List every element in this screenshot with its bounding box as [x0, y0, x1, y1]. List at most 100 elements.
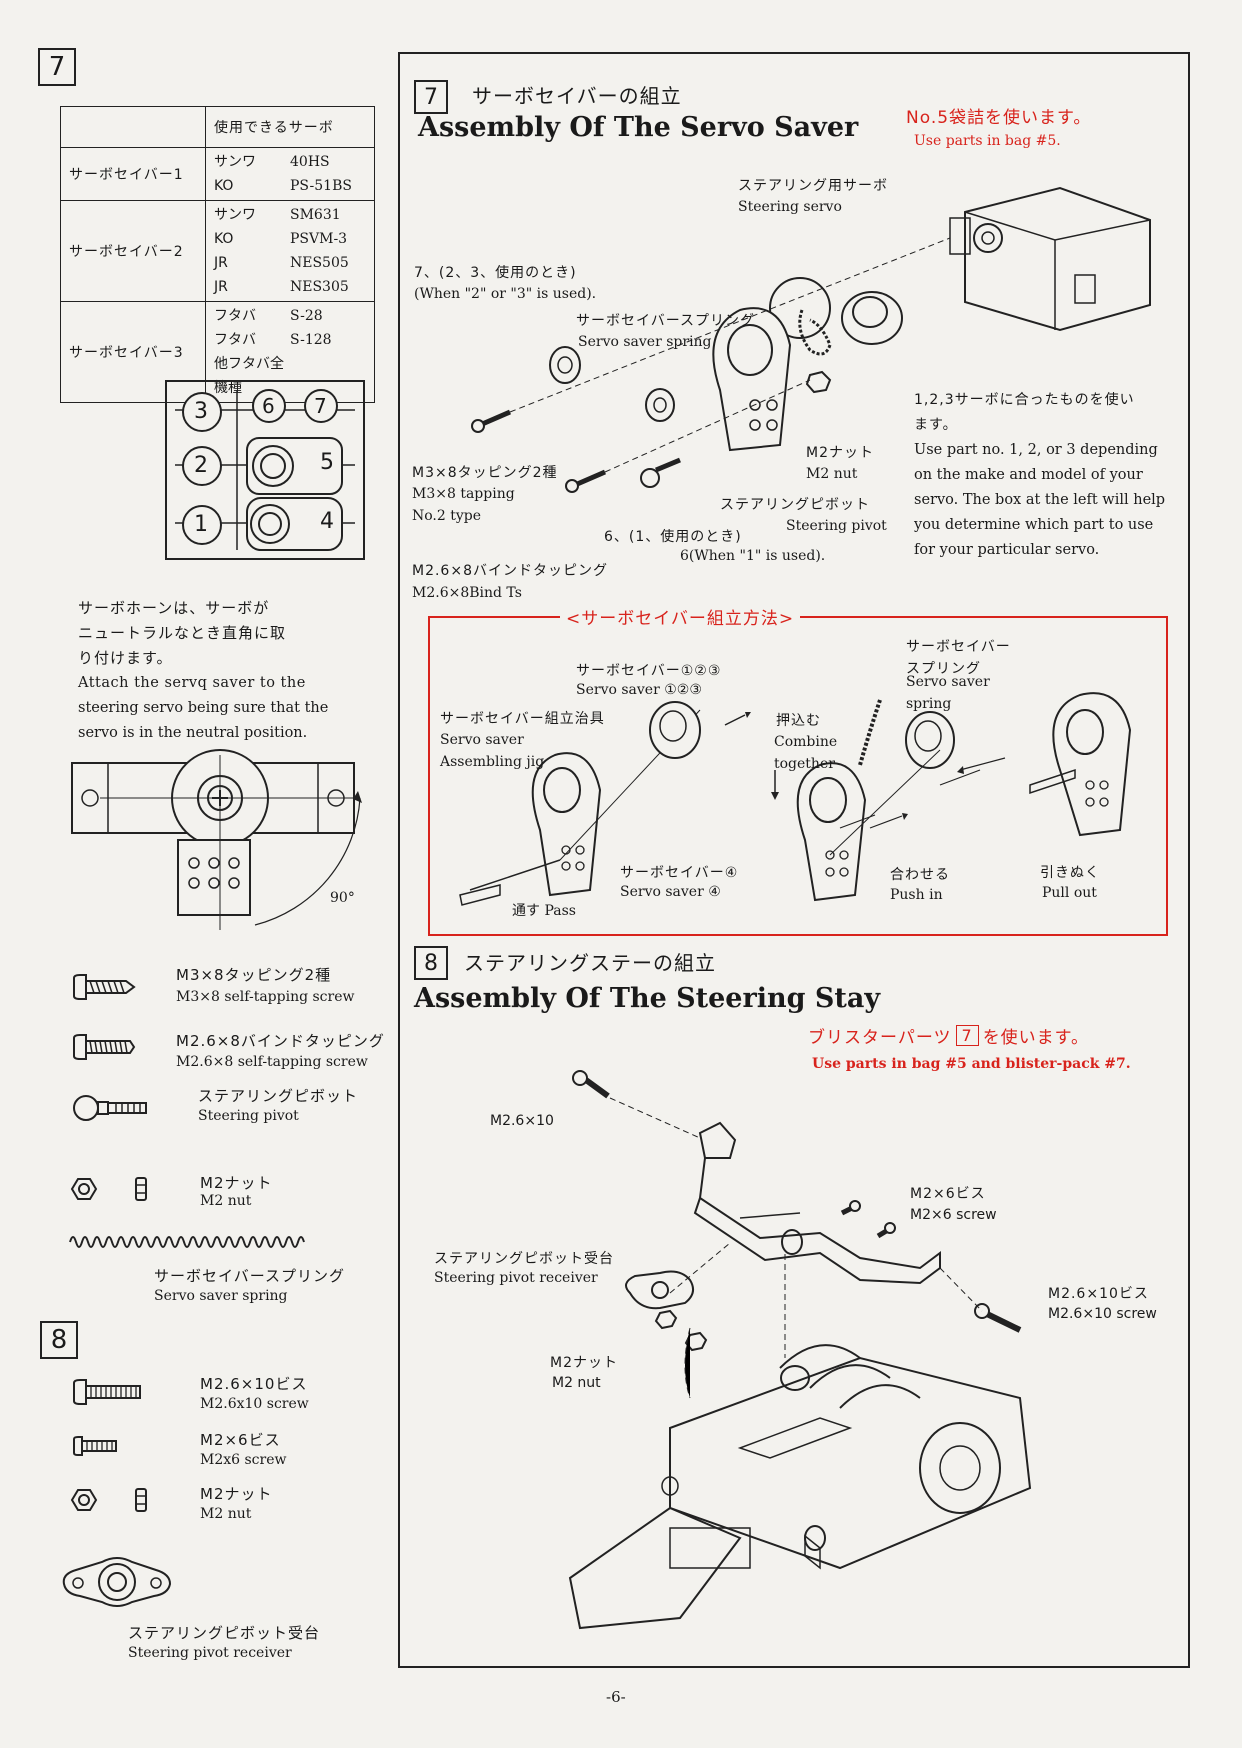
push-label-en: Push in — [890, 887, 943, 903]
part-pivot-en: Steering pivot — [198, 1108, 299, 1124]
m3x8-screw-icon — [73, 974, 136, 1000]
servo-horn-note: サーボホーンは、サーボが ニュートラルなとき直角に取 り付けます。 Attach… — [78, 599, 329, 741]
jig-label-en1: Servo saver — [440, 732, 524, 748]
part8-m26x10-en: M2.6x10 screw — [200, 1396, 309, 1412]
step8-bag-en: Use parts in bag #5 and blister-pack #7. — [812, 1056, 1131, 1072]
page-number: -6- — [606, 1688, 626, 1706]
m26x10-screw-icon — [73, 1379, 141, 1405]
jig-label-jp: サーボセイバー組立治具 — [440, 711, 605, 727]
receiver-label-en: Steering pivot receiver — [434, 1270, 598, 1286]
assembly-method-title: <サーボセイバー組立方法> — [560, 604, 801, 629]
m3-tapping-label-en: M3×8 tapping — [412, 486, 515, 502]
step7-number-box: 7 — [414, 80, 448, 114]
spring-label-jp: サーボセイバースプリング — [576, 313, 756, 329]
use6-label-en: 6(When "1" is used). — [680, 548, 826, 564]
part-m3x8-en: M3×8 self-tapping screw — [176, 989, 355, 1005]
parts-number-5: 5 — [320, 450, 335, 475]
jig-label-en2: Assembling jig — [440, 754, 545, 770]
part-nut-jp: M2ナット — [200, 1174, 273, 1192]
steering-servo-label-en: Steering servo — [738, 199, 842, 215]
parts-number-4: 4 — [320, 509, 335, 534]
steering-pivot-icon — [73, 1095, 147, 1121]
pass-label: 通す Pass — [512, 903, 576, 919]
part8-m2x6-jp: M2×6ビス — [200, 1431, 281, 1449]
parts-tree-diagram — [165, 380, 365, 560]
servo-horn-diagram — [71, 749, 362, 930]
method-spring-label-en2: spring — [906, 696, 952, 712]
m2-nut-label-en: M2 nut — [806, 466, 858, 482]
saver4-label-en: Servo saver ④ — [620, 884, 721, 900]
part8-receiver-en: Steering pivot receiver — [128, 1645, 292, 1661]
spring-label-en: Servo saver spring — [578, 334, 712, 350]
step7-bag-en: Use parts in bag #5. — [914, 133, 1061, 149]
m2610-right-label-en: M2.6×10 screw — [1048, 1306, 1157, 1322]
step8-nut-label-en: M2 nut — [552, 1375, 601, 1391]
step8-bag-jp: ブリスターパーツ 7 を使います。 — [808, 1025, 1089, 1048]
step8-title-en: Assembly Of The Steering Stay — [414, 983, 881, 1014]
saver123-label-en: Servo saver ①②③ — [576, 682, 702, 698]
steering-servo-label-jp: ステアリング用サーボ — [738, 178, 888, 194]
main-frame — [398, 52, 1190, 1668]
m2x6-label-en: M2×6 screw — [910, 1207, 997, 1223]
push-label-jp: 合わせる — [890, 867, 950, 883]
step7-parts-number-box: 7 — [38, 48, 76, 86]
combine-label-en2: together — [774, 756, 835, 772]
method-spring-label-jp1: サーボセイバー — [906, 639, 1011, 655]
m3-tapping-label-jp: M3×8タッピング2種 — [412, 465, 558, 481]
m2-nut-icon-step8 — [70, 1488, 147, 1512]
method-spring-label-en1: Servo saver — [906, 674, 990, 690]
part-spring-en: Servo saver spring — [154, 1288, 288, 1304]
table-row-label: サーボセイバー2 — [60, 200, 206, 302]
pull-label-en: Pull out — [1042, 885, 1097, 901]
part8-nut-jp: M2ナット — [200, 1485, 273, 1503]
m26-bind-label-jp: M2.6×8バインドタッピング — [412, 563, 608, 579]
parts-number-2: 2 — [194, 453, 209, 478]
part8-receiver-jp: ステアリングピボット受台 — [128, 1624, 321, 1642]
m2610-top-label: M2.6×10 — [490, 1113, 554, 1129]
step8-parts-number-box: 8 — [40, 1321, 78, 1359]
part-pivot-jp: ステアリングピボット — [198, 1087, 359, 1105]
table-row-label: サーボセイバー1 — [60, 147, 206, 201]
part-m3x8-jp: M3×8タッピング2種 — [176, 966, 332, 984]
steering-stay-exploded-diagram — [568, 1070, 1032, 1630]
part8-m26x10-jp: M2.6×10ビス — [200, 1375, 308, 1393]
servo-saver-spring-icon — [69, 1236, 305, 1248]
m3-tapping-type-label: No.2 type — [412, 508, 482, 524]
part-m26x8-en: M2.6×8 self-tapping screw — [176, 1054, 368, 1070]
servo-choice-note: 1,2,3サーボに合ったものを使い ます。 Use part no. 1, 2,… — [914, 392, 1166, 558]
m26x8-screw-icon — [73, 1034, 136, 1060]
use6-label-jp: 6、(1、使用のとき) — [604, 529, 742, 545]
step7-title-jp: サーボセイバーの組立 — [472, 84, 682, 108]
combine-label-en1: Combine — [774, 734, 838, 750]
m26-bind-label-en: M2.6×8Bind Ts — [412, 585, 522, 601]
steering-pivot-receiver-icon — [62, 1557, 172, 1607]
m2-nut-label-jp: M2ナット — [806, 445, 874, 461]
part-spring-jp: サーボセイバースプリング — [154, 1267, 345, 1285]
pivot-label-en: Steering pivot — [786, 518, 887, 534]
part8-m2x6-en: M2x6 screw — [200, 1452, 287, 1468]
assembly-method-diagram — [459, 692, 1132, 906]
m2610-right-label-jp: M2.6×10ビス — [1048, 1286, 1149, 1302]
pull-label-jp: 引きぬく — [1040, 865, 1100, 881]
part-m26x8-jp: M2.6×8バインドタッピング — [176, 1032, 385, 1050]
step8-number-box: 8 — [414, 946, 448, 980]
servo-saver-exploded-diagram — [471, 186, 1151, 493]
step7-bag-jp: No.5袋詰を使います。 — [906, 108, 1092, 128]
table-row-label: サーボセイバー3 — [60, 301, 206, 403]
part8-nut-en: M2 nut — [200, 1506, 252, 1522]
use7-label-en: (When "2" or "3" is used). — [414, 286, 597, 302]
pivot-label-jp: ステアリングピボット — [720, 497, 870, 513]
m2x6-screw-icon — [73, 1436, 117, 1456]
step7-title-en: Assembly Of The Servo Saver — [418, 112, 859, 143]
saver123-label-jp: サーボセイバー①②③ — [576, 663, 722, 679]
m2x6-label-jp: M2×6ビス — [910, 1186, 986, 1202]
part-nut-en: M2 nut — [200, 1193, 252, 1209]
step8-nut-label-jp: M2ナット — [550, 1355, 618, 1371]
angle-label: 90° — [330, 890, 355, 906]
step8-title-jp: ステアリングステーの組立 — [464, 951, 716, 975]
saver4-label-jp: サーボセイバー④ — [620, 865, 739, 881]
